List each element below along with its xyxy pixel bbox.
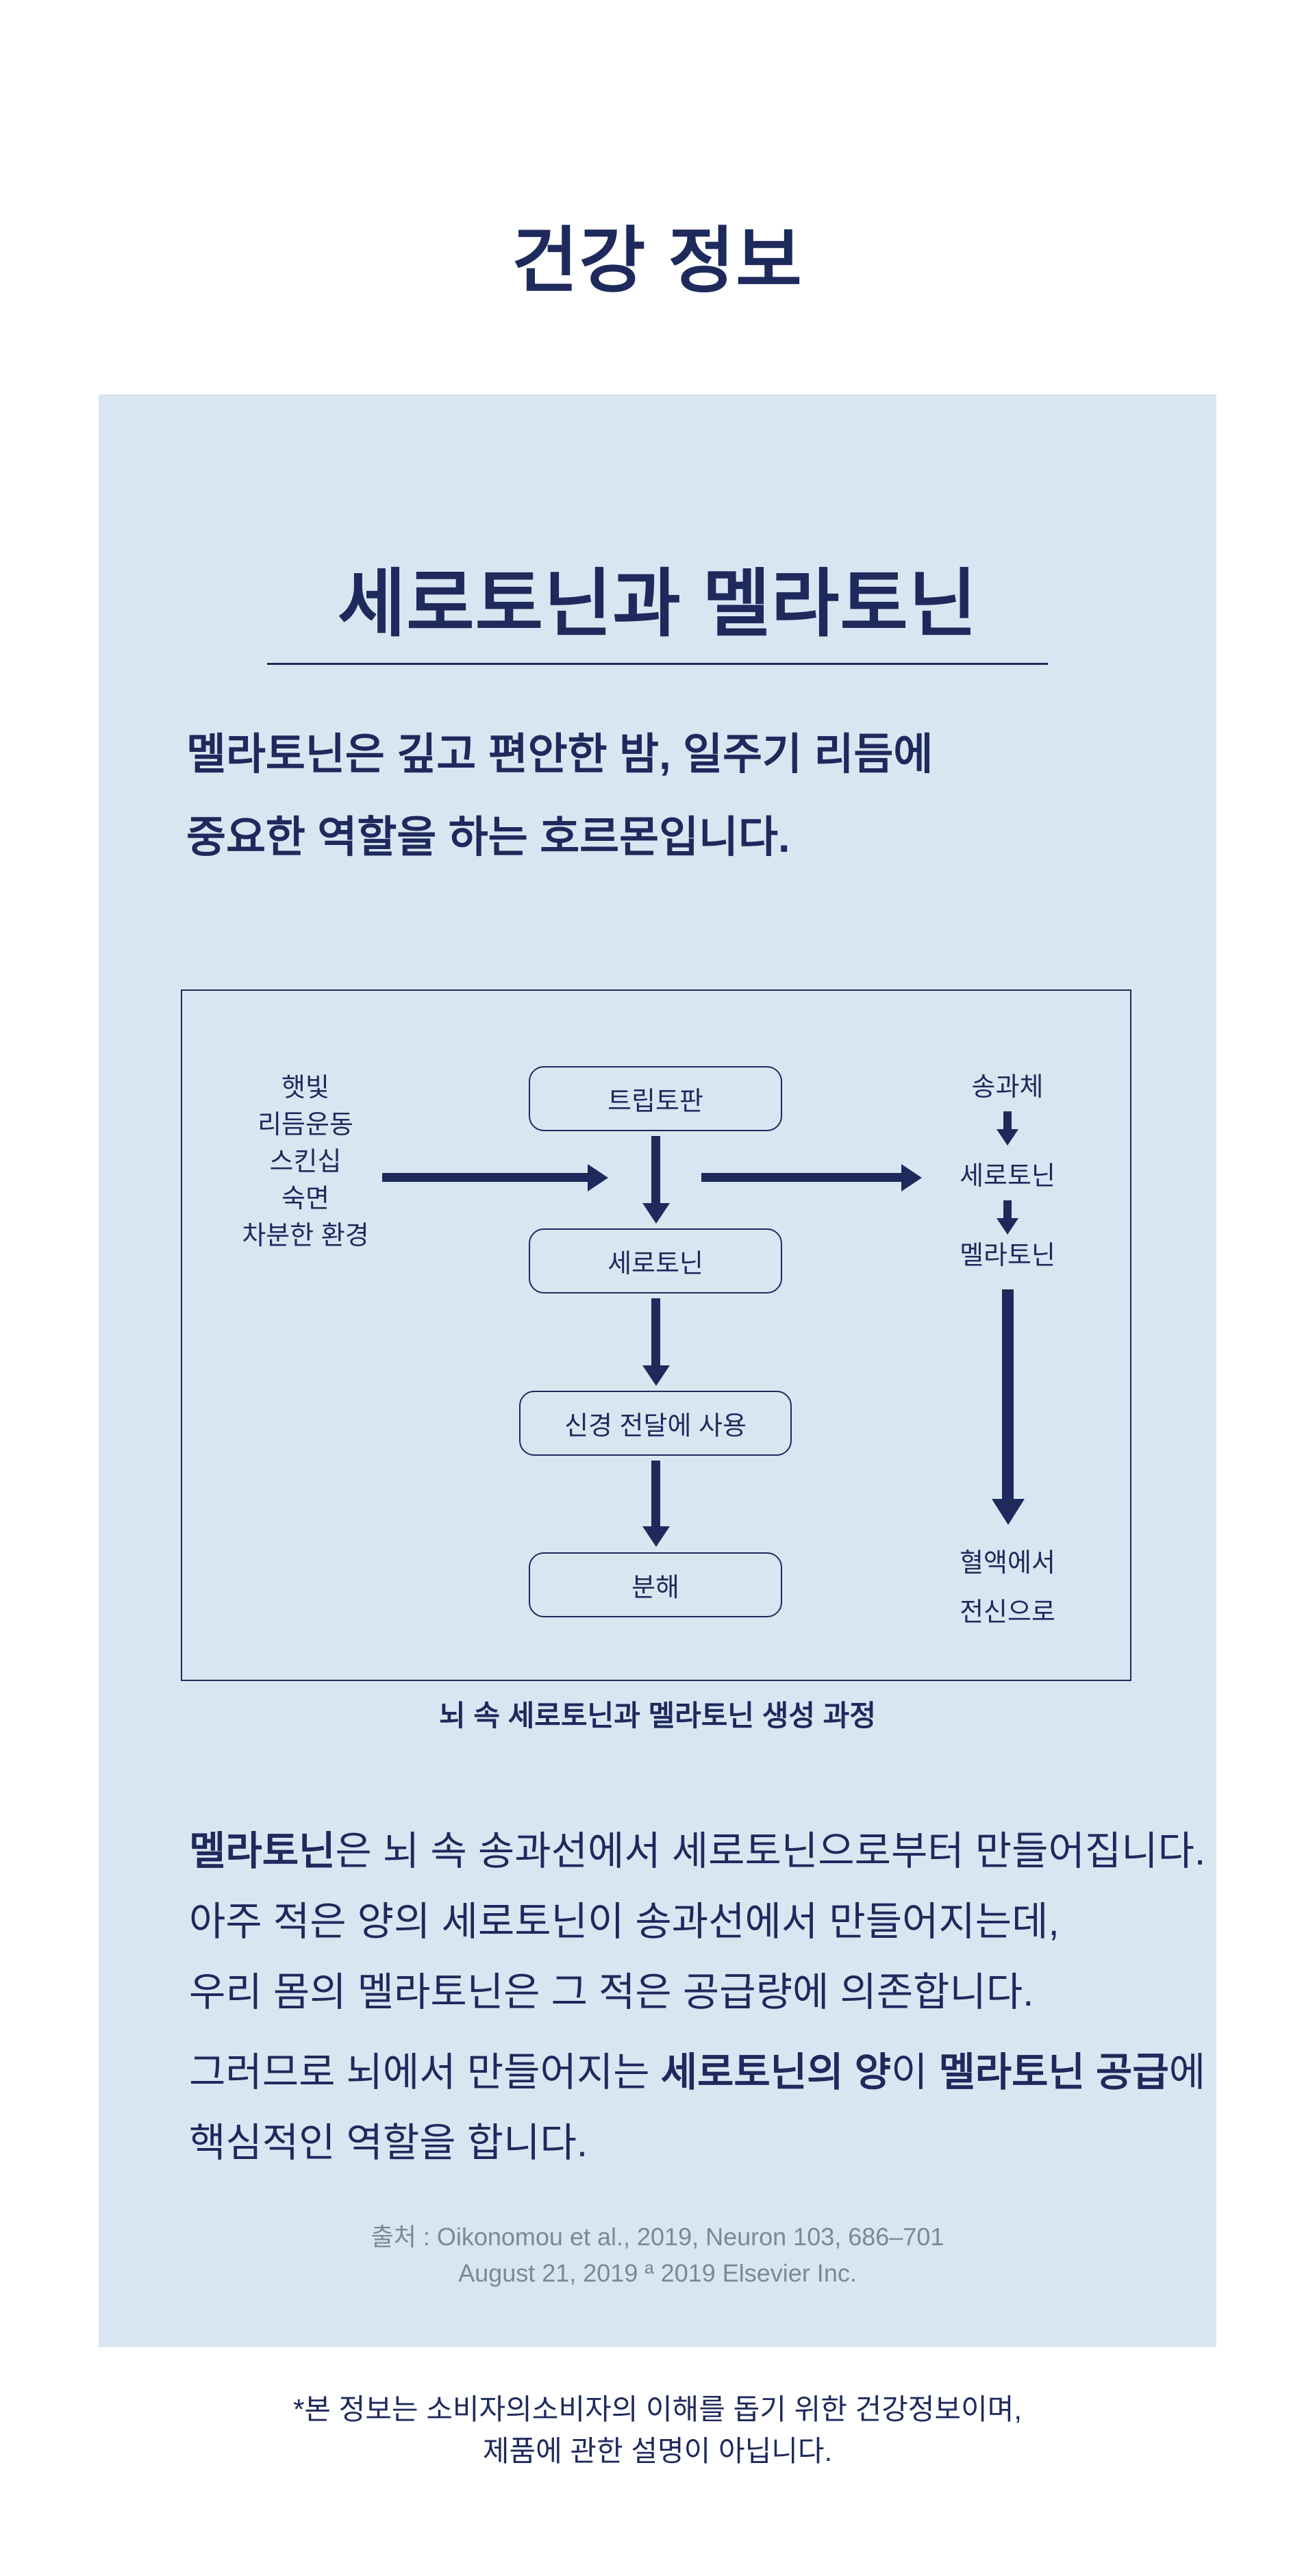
body-p2-line-1: 그러므로 뇌에서 만들어지는 세로토닌의 양이 멜라토닌 공급에 [189,2037,1205,2108]
card-title: 세로토닌과 멜라토닌 [337,562,978,645]
source-citation: 출처 : Oikonomou et al., 2019, Neuron 103,… [0,2219,1315,2291]
body-p1-line-3: 우리 몸의 멜라토닌은 그 적은 공급량에 의존합니다. [189,1970,1034,2015]
body-p1-rest: 은 뇌 속 송과선에서 세로토닌으로부터 만들어집니다. [335,1829,1206,1873]
arrow-down-neurotransmission-to-breakdown-icon [651,1461,660,1526]
node-breakdown: 분해 [529,1552,782,1617]
blood-line-2: 전신으로 [960,1598,1055,1627]
arrow-down-serotonin-to-neurotransmission-icon [651,1298,660,1365]
source-line-2: August 21, 2019 ª 2019 Elsevier Inc. [458,2259,857,2287]
diagram-caption: 뇌 속 세로토닌과 멜라토닌 생성 과정 [439,1700,876,1732]
body-p2-bold2: 멜라토닌 공급 [938,2050,1169,2095]
arrow-down-serotonin-to-melatonin-icon [1003,1200,1012,1218]
title-underline [267,663,1048,665]
label-pineal-gland: 송과체 [971,1073,1044,1102]
body-paragraph-2: 그러므로 뇌에서 만들어지는 세로토닌의 양이 멜라토닌 공급에 핵심적인 역할… [189,2037,1205,2178]
node-tryptophan: 트립토판 [529,1066,782,1131]
arrow-down-pineal-to-serotonin-icon [1003,1111,1012,1129]
subtitle-line-2: 중요한 역할을 하는 호르몬입니다. [186,813,790,861]
node-serotonin: 세로토닌 [529,1228,782,1293]
body-p2-part1: 그러므로 뇌에서 만들어지는 [189,2050,661,2095]
arrow-right-center-to-pineal-icon [701,1173,901,1182]
body-p2-bold1: 세로토닌의 양 [660,2050,891,2095]
arrow-right-factors-to-center-icon [382,1173,588,1182]
factor-skinship: 스킨십 [269,1148,342,1176]
disclaimer-note: *본 정보는 소비자의소비자의 이해를 돕기 위한 건강정보이며, 제품에 관한… [0,2388,1315,2472]
arrow-down-tryptophan-to-serotonin-icon [651,1136,660,1203]
body-p1-line-2: 아주 적은 양의 세로토닌이 송과선에서 만들어지는데, [189,1899,1060,1944]
label-blood-to-body: 혈액에서 전신으로 [898,1539,1117,1637]
page-title: 건강 정보 [512,221,803,301]
factor-calm-environment: 차분한 환경 [242,1222,369,1250]
body-paragraph-1: 멜라토닌은 뇌 속 송과선에서 세로토닌으로부터 만들어집니다. 아주 적은 양… [189,1816,1205,2028]
label-serotonin-right: 세로토닌 [960,1162,1055,1191]
serotonin-melatonin-flow-diagram: 햇빛 리듬운동 스킨십 숙면 차분한 환경 트립토판 세로토닌 신경 전달에 사… [181,989,1131,1681]
card-subtitle: 멜라토닌은 깊고 편안한 밤, 일주기 리듬에 중요한 역할을 하는 호르몬입니… [186,714,933,879]
factor-list: 햇빛 리듬운동 스킨십 숙면 차분한 환경 [196,1070,415,1254]
blood-line-1: 혈액에서 [960,1549,1055,1578]
factor-sunlight: 햇빛 [281,1074,329,1102]
body-p1-bold: 멜라토닌 [189,1829,336,1873]
arrow-down-melatonin-to-blood-icon [1002,1289,1014,1499]
source-line-1: 출처 : Oikonomou et al., 2019, Neuron 103,… [371,2223,944,2251]
subtitle-line-1: 멜라토닌은 깊고 편안한 밤, 일주기 리듬에 [186,731,934,779]
disclaimer-line-2: 제품에 관한 설명이 아닙니다. [482,2435,833,2467]
factor-rhythm-exercise: 리듬운동 [258,1111,353,1139]
label-melatonin-right: 멜라토닌 [960,1241,1055,1270]
body-p2-part3: 에 [1168,2050,1206,2095]
body-p2-line-2: 핵심적인 역할을 합니다. [189,2121,588,2165]
disclaimer-line-1: *본 정보는 소비자의소비자의 이해를 돕기 위한 건강정보이며, [292,2393,1023,2425]
factor-sleep: 숙면 [281,1185,329,1213]
node-neurotransmission: 신경 전달에 사용 [519,1391,792,1456]
body-p1-line-1: 멜라토닌은 뇌 속 송과선에서 세로토닌으로부터 만들어집니다. [189,1816,1205,1886]
body-p2-part2: 이 [890,2050,939,2095]
